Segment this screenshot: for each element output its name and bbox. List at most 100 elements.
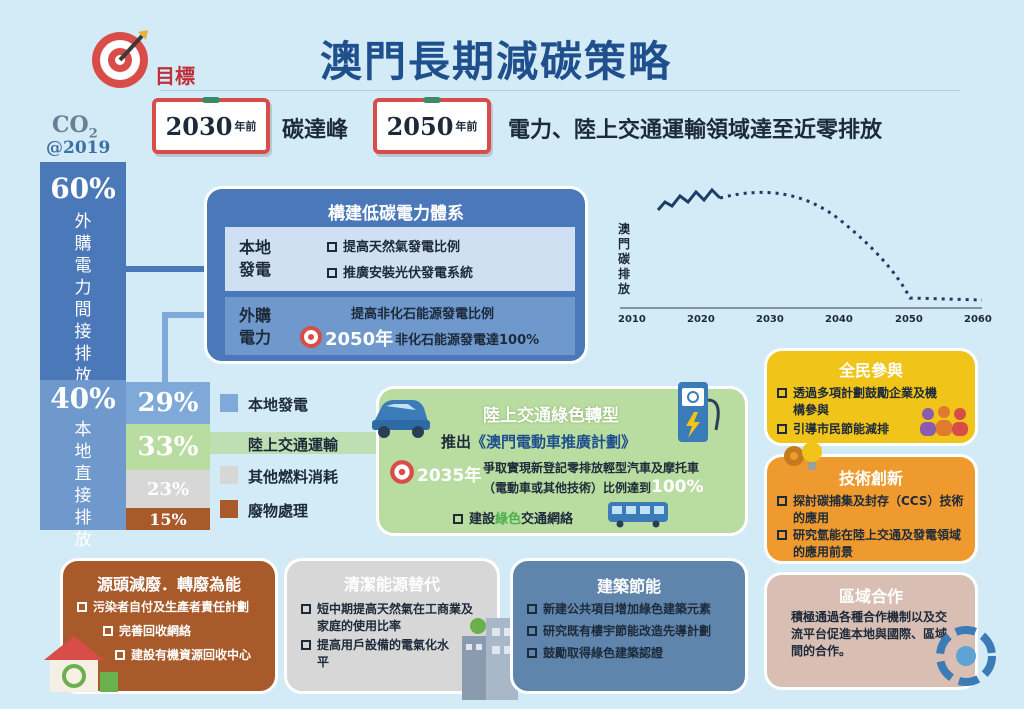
region-panel-title: 區域合作	[838, 587, 903, 606]
chart-ylabel-char: 排	[618, 267, 631, 281]
legend-local-power-swatch	[220, 394, 238, 412]
vertical-char: 排	[74, 344, 92, 364]
building-item-2: 研究既有樓宇節能改造先導計劃	[527, 623, 711, 640]
handshake-icon	[936, 626, 996, 686]
target-2030-text: 碳達峰	[282, 118, 349, 143]
x-tick: 2020	[687, 314, 715, 325]
clean-item-1: 短中期提高天然氣在工商業及家庭的使用比率	[301, 601, 481, 635]
page-title: 澳門長期減碳策略	[320, 37, 673, 86]
title-divider	[160, 90, 960, 91]
waste-item-1: 污染者自付及生產者責任計劃	[77, 599, 249, 616]
target-2050-box: 2050 年前	[373, 97, 491, 154]
external-power-line2: 非化石能源發電達100%	[395, 333, 540, 348]
chart-historic-line	[656, 187, 722, 211]
vertical-char: 電	[74, 256, 92, 276]
legend-other-fuel: 其他燃料消耗	[248, 468, 339, 486]
public-panel-title: 全民參與	[838, 361, 903, 380]
bus-icon	[608, 502, 668, 528]
region-text: 積極通過各種合作機制以及交流平台促進本地與國際、區域間的合作。	[791, 610, 948, 658]
public-item-2: 引導市民節能減排	[777, 421, 937, 438]
connector-local-vert	[162, 312, 168, 382]
segment-transport: 33%	[126, 424, 210, 470]
x-tick: 2030	[756, 314, 784, 325]
segment-waste: 15%	[126, 508, 210, 530]
external-power-line1: 提高非化石能源發電比例	[351, 307, 495, 322]
target-2050-text: 電力、陸上交通運輸領域達至近零排放	[508, 118, 883, 143]
vertical-char: 地	[74, 442, 92, 462]
charging-station-icon	[678, 382, 720, 442]
recycle-house-icon	[44, 636, 118, 692]
local-emission-bar: 40% 本地直接排放	[40, 380, 126, 550]
vertical-char: 本	[74, 420, 92, 440]
target-2030-box: 2030 年前	[152, 97, 270, 154]
building-item-1: 新建公共項目增加綠色建築元素	[527, 601, 711, 618]
external-power-box: 外購 電力 提高非化石能源發電比例 2050年 非化石能源發電達100%	[225, 297, 575, 355]
waste-panel-title: 源頭減廢．轉廢為能	[96, 575, 241, 594]
public-item-1: 透過多項計劃鼓勵企業及機構參與	[777, 385, 937, 419]
tech-item-2: 研究氫能在陸上交通及發電領域的應用前景	[777, 527, 971, 561]
transport-goal-2: （電動車或其他技術）比例達到100%	[483, 477, 704, 497]
target-icon-small	[300, 326, 322, 348]
x-tick: 2040	[825, 314, 853, 325]
tech-panel-title: 技術創新	[838, 469, 903, 488]
legend-waste: 廢物處理	[248, 502, 309, 520]
connector-local-horiz	[162, 312, 206, 318]
legend-other-fuel-swatch	[220, 466, 238, 484]
vertical-char: 直	[74, 464, 92, 484]
people-icon	[920, 406, 968, 436]
transport-push: 推出《澳門電動車推廣計劃》	[441, 433, 637, 451]
chart-ylabel-char: 澳	[618, 222, 631, 236]
chart-projected-line	[719, 190, 983, 302]
waste-item-2: 完善回收網絡	[103, 623, 191, 640]
legend-transport: 陸上交通運輸	[248, 436, 339, 454]
local-power-item-2: 推廣安裝光伏發電系統	[327, 265, 473, 282]
transport-panel-title: 陸上交通綠色轉型	[483, 406, 619, 426]
vertical-char: 接	[74, 486, 92, 506]
tech-item-1: 探討碳捕集及封存（CCS）技術的應用	[777, 493, 971, 527]
building-panel: 建築節能 新建公共項目增加綠色建築元素 研究既有樓宇節能改造先導計劃 鼓勵取得綠…	[510, 558, 748, 694]
segment-other-fuel: 23%	[126, 470, 210, 508]
co2-year: @2019	[46, 138, 111, 158]
legend-waste-swatch	[220, 500, 238, 518]
external-emission-label: 外購電力間接排放	[73, 211, 93, 387]
power-panel: 構建低碳電力體系 本地 發電 提高天然氣發電比例 推廣安裝光伏發電系統 外購 電…	[204, 186, 588, 364]
electric-car-icon	[372, 400, 430, 438]
goal-label: 目標	[155, 64, 195, 88]
vertical-char: 排	[74, 508, 92, 528]
vertical-char: 間	[74, 300, 92, 320]
x-tick: 2010	[618, 314, 646, 325]
waste-item-3: 建設有機資源回收中心	[115, 647, 251, 664]
chart-ylabel-char: 門	[618, 237, 631, 251]
transport-network: 建設綠色交通網絡	[453, 511, 573, 528]
vertical-char: 購	[74, 234, 92, 254]
vertical-char: 放	[74, 530, 92, 550]
clean-panel-title: 清潔能源替代	[343, 575, 440, 594]
external-power-label: 外購 電力	[239, 306, 272, 347]
chart-ylabel-char: 碳	[618, 252, 631, 266]
target-icon	[92, 30, 148, 88]
power-panel-title: 構建低碳電力體系	[328, 204, 464, 224]
transport-panel: 陸上交通綠色轉型 推出《澳門電動車推廣計劃》 2035年 爭取實現新登記零排放輕…	[376, 386, 748, 536]
vertical-char: 外	[74, 212, 92, 232]
vertical-char: 接	[74, 322, 92, 342]
connector-power	[126, 266, 206, 272]
building-item-3: 鼓勵取得綠色建築認證	[527, 645, 663, 662]
vertical-char: 力	[74, 278, 92, 298]
local-emission-label: 本地直接排放	[73, 419, 93, 551]
local-power-label: 本地 發電	[239, 238, 272, 279]
external-power-year: 2050年	[325, 329, 394, 350]
chart-ylabel-char: 放	[618, 282, 631, 296]
transport-year: 2035年	[417, 466, 482, 486]
clean-item-2: 提高用戶設備的電氣化水平	[301, 637, 451, 671]
x-tick: 2060	[964, 314, 992, 325]
external-emission-bar: 60% 外購電力間接排放	[40, 162, 126, 386]
gear-bulb-icon	[784, 442, 822, 470]
emission-chart	[620, 187, 983, 309]
local-power-item-1: 提高天然氣發電比例	[327, 239, 460, 256]
connector-transport	[210, 432, 378, 454]
co2-label: CO2	[52, 112, 98, 142]
local-power-box: 本地 發電 提高天然氣發電比例 推廣安裝光伏發電系統	[225, 227, 575, 291]
transport-goal-1: 爭取實現新登記零排放輕型汽車及摩托車	[483, 461, 700, 475]
x-tick: 2050	[895, 314, 923, 325]
target-icon-small	[390, 460, 414, 484]
